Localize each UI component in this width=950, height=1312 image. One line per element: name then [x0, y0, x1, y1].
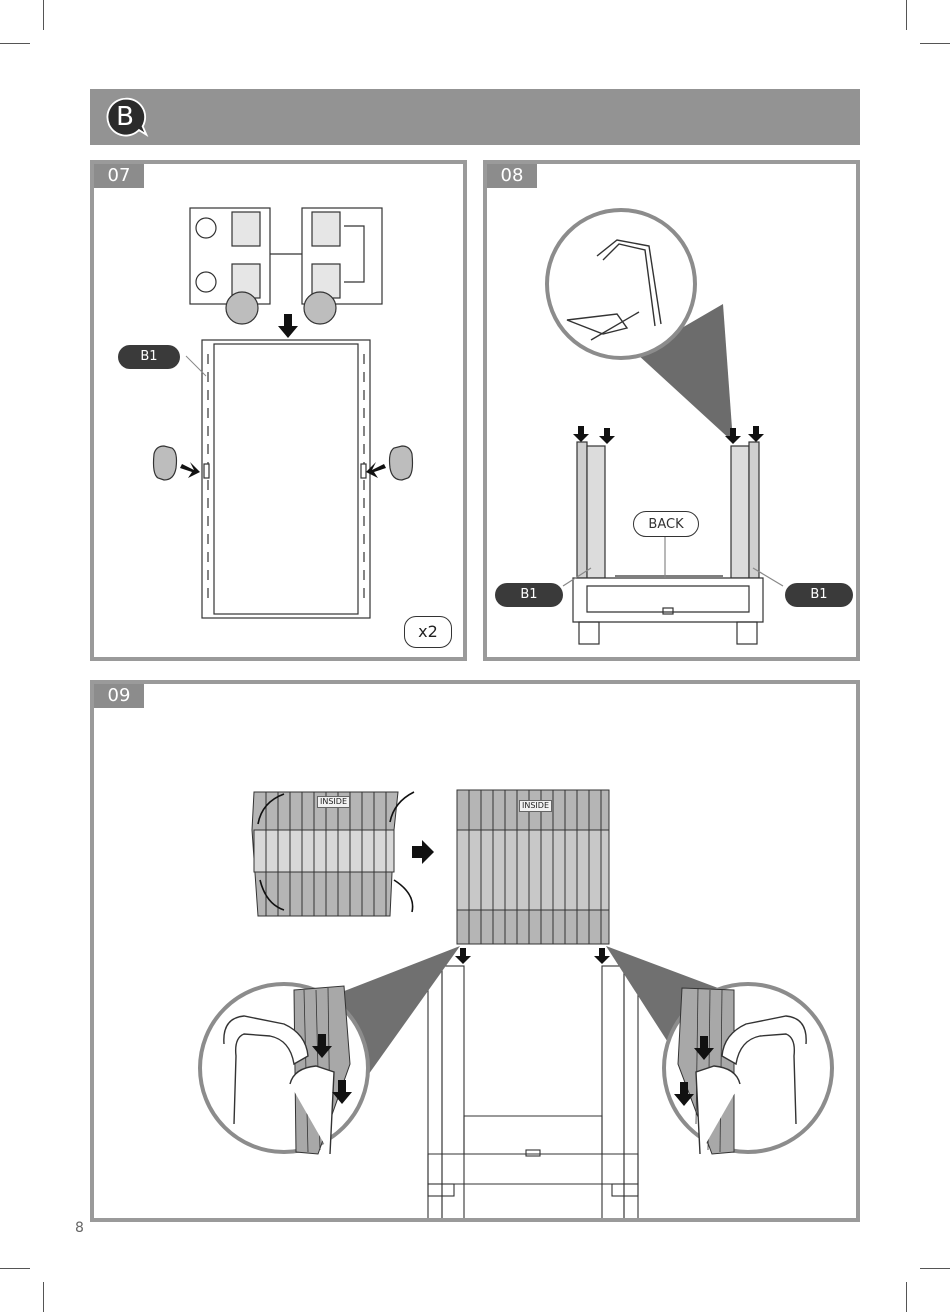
crop-mark	[906, 0, 907, 30]
cabinet-icon	[428, 960, 638, 1218]
cabinet-base-icon	[573, 442, 763, 644]
step-09-illustration	[94, 684, 856, 1218]
arrow-down-icon	[278, 314, 298, 338]
step-07-panel: 07	[90, 160, 467, 661]
arrow-down-icon	[455, 948, 610, 964]
inside-label-flat: INSIDE	[519, 800, 552, 812]
page-number: 8	[75, 1220, 84, 1236]
crop-mark	[0, 43, 30, 44]
quantity-badge: x2	[404, 616, 452, 648]
part-label-b1-right: B1	[785, 583, 853, 607]
step-07-illustration	[94, 164, 463, 657]
right-detail-zoom-icon	[664, 984, 832, 1154]
crop-mark	[906, 1282, 907, 1312]
back-label: BACK	[633, 511, 699, 537]
side-clip-icon	[366, 446, 413, 480]
clips-sprue-icon	[190, 208, 382, 324]
crop-mark	[920, 1268, 950, 1269]
step-08-panel: 08	[483, 160, 860, 661]
folded-back-panel-icon	[252, 792, 414, 916]
part-label-b1: B1	[118, 345, 180, 369]
crop-mark	[0, 1268, 30, 1269]
section-letter: B	[104, 96, 146, 138]
crop-mark	[43, 0, 44, 30]
crop-mark	[43, 1282, 44, 1312]
crop-mark	[920, 43, 950, 44]
arrow-right-icon	[412, 840, 434, 864]
step-09-panel: 09	[90, 680, 860, 1222]
arrow-down-icon	[573, 426, 764, 444]
side-clip-icon	[154, 446, 201, 480]
section-header	[90, 89, 860, 145]
part-label-b1-left: B1	[495, 583, 563, 607]
flat-back-panel-icon	[457, 790, 609, 944]
inside-label-folded: INSIDE	[317, 796, 350, 808]
frame-panel-icon	[202, 340, 370, 618]
left-detail-zoom-icon	[200, 984, 368, 1154]
